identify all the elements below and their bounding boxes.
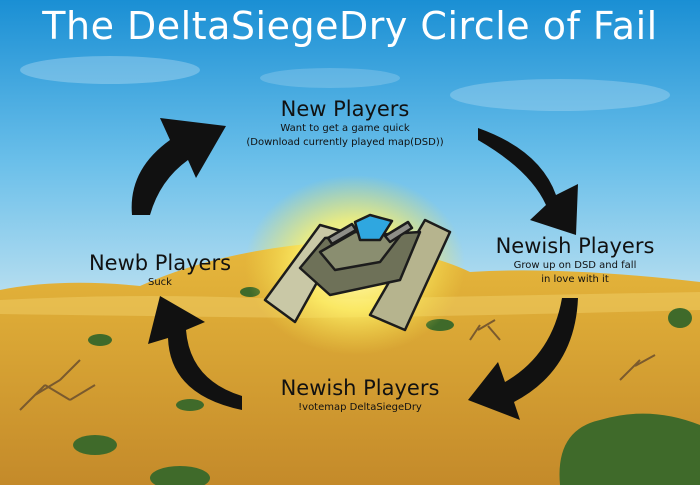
- node-description: !votemap DeltaSiegeDry: [298, 402, 422, 413]
- node-newb-players: Newb Players Suck: [70, 250, 250, 290]
- node-new-players: New Players Want to get a game quick (Do…: [200, 96, 490, 150]
- node-name: Newish Players: [280, 376, 440, 400]
- dead-brush: [19, 319, 656, 411]
- node-description: Want to get a game quick: [280, 123, 410, 134]
- cycle-arrow: [148, 296, 242, 410]
- node-description: Suck: [148, 277, 172, 288]
- tank-illustration: [263, 213, 452, 332]
- cycle-arrow: [468, 298, 578, 420]
- cloud: [20, 56, 200, 84]
- node-name: Newb Players: [88, 251, 232, 275]
- cycle-arrow: [131, 118, 226, 215]
- cloud: [450, 79, 670, 111]
- node-newish-players-right: Newish Players Grow up on DSD and fall i…: [470, 233, 680, 287]
- node-description: (Download currently played map(DSD)): [246, 137, 444, 148]
- node-description: Grow up on DSD and fall: [513, 260, 637, 271]
- cloud: [260, 68, 400, 88]
- diagram-title: The DeltaSiegeDry Circle of Fail: [42, 4, 658, 48]
- node-name: New Players: [280, 97, 410, 121]
- node-description: in love with it: [541, 274, 609, 285]
- node-newish-players-bottom: Newish Players !votemap DeltaSiegeDry: [255, 375, 465, 415]
- node-name: Newish Players: [495, 234, 655, 258]
- cycle-arrows: [131, 118, 578, 420]
- cycle-arrow: [478, 128, 578, 235]
